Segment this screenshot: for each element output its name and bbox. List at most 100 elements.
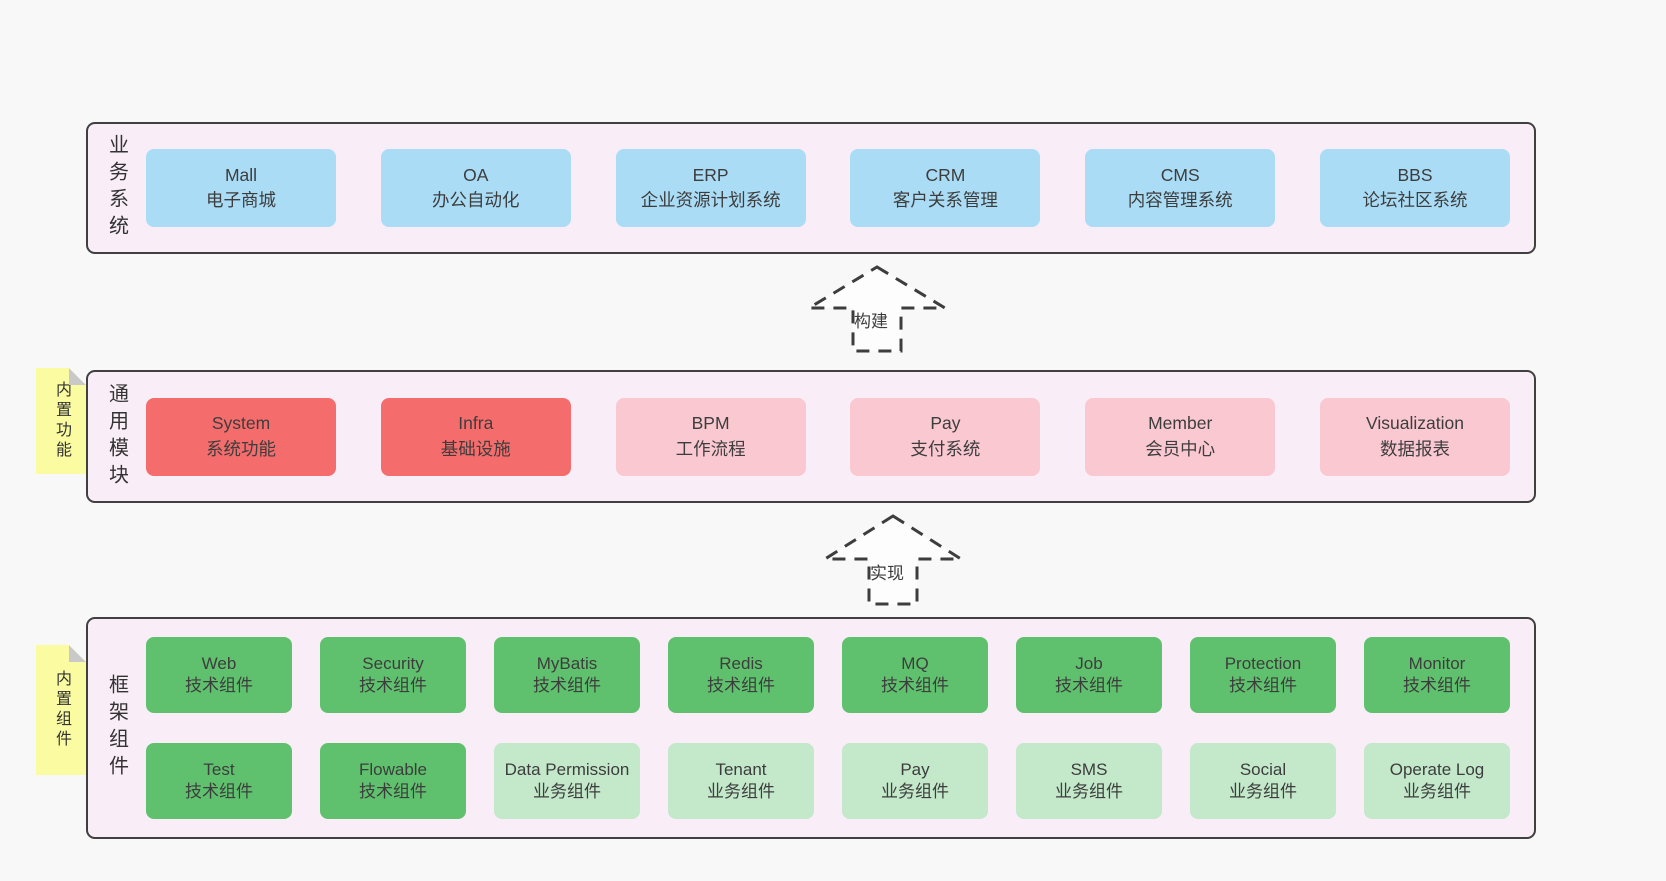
box-monitor: Monitor 技术组件 bbox=[1364, 637, 1510, 713]
box-title: Security bbox=[362, 653, 424, 673]
box-title: BBS bbox=[1397, 164, 1433, 185]
box-subtitle: 技术组件 bbox=[1229, 676, 1297, 695]
modules-layer-label: 通用模块 bbox=[105, 382, 128, 491]
box-title: Test bbox=[203, 759, 235, 779]
box-bbs: BBS 论坛社区系统 bbox=[1319, 149, 1510, 227]
box-pay-module: Pay 支付系统 bbox=[850, 397, 1041, 476]
builtin-components-tag: 内置组件 bbox=[36, 645, 86, 775]
box-cms: CMS 内容管理系统 bbox=[1085, 149, 1276, 227]
box-subtitle: 办公自动化 bbox=[432, 190, 520, 210]
box-title: CMS bbox=[1160, 164, 1200, 185]
box-subtitle: 支付系统 bbox=[910, 438, 981, 459]
box-subtitle: 技术组件 bbox=[359, 782, 427, 801]
box-subtitle: 技术组件 bbox=[533, 676, 601, 695]
box-title: ERP bbox=[692, 164, 729, 185]
box-data-permission: Data Permission 业务组件 bbox=[494, 743, 640, 819]
box-visualization: Visualization 数据报表 bbox=[1319, 397, 1510, 476]
box-title: Tenant bbox=[715, 759, 767, 779]
box-title: Flowable bbox=[358, 759, 428, 779]
box-operate-log: Operate Log 业务组件 bbox=[1364, 743, 1510, 819]
box-title: SMS bbox=[1070, 759, 1108, 779]
box-web: Web 技术组件 bbox=[146, 637, 292, 713]
box-subtitle: 业务组件 bbox=[1055, 782, 1123, 801]
box-title: Job bbox=[1075, 653, 1103, 673]
box-job: Job 技术组件 bbox=[1016, 637, 1162, 713]
box-subtitle: 业务组件 bbox=[881, 782, 949, 801]
builtin-components-tag-label: 内置组件 bbox=[53, 670, 70, 750]
box-subtitle: 技术组件 bbox=[707, 676, 775, 695]
box-title: Pay bbox=[900, 759, 930, 779]
box-title: Infra bbox=[458, 413, 494, 434]
box-subtitle: 客户关系管理 bbox=[892, 190, 998, 210]
builtin-features-tag-label: 内置功能 bbox=[53, 381, 70, 461]
box-subtitle: 业务组件 bbox=[1229, 782, 1297, 801]
box-subtitle: 工作流程 bbox=[675, 438, 746, 459]
box-infra: Infra 基础设施 bbox=[380, 397, 571, 476]
builtin-features-tag: 内置功能 bbox=[36, 368, 86, 474]
box-oa: OA 办公自动化 bbox=[380, 149, 571, 227]
box-subtitle: 电子商城 bbox=[206, 190, 276, 210]
folded-corner-icon bbox=[69, 645, 86, 662]
box-subtitle: 内容管理系统 bbox=[1127, 190, 1233, 210]
box-subtitle: 论坛社区系统 bbox=[1362, 190, 1468, 210]
build-arrow-icon: 构建 bbox=[806, 265, 948, 353]
box-title: Web bbox=[201, 653, 237, 673]
box-title: Monitor bbox=[1408, 653, 1466, 673]
box-title: Visualization bbox=[1366, 413, 1464, 434]
box-subtitle: 基础设施 bbox=[440, 438, 511, 459]
box-tenant: Tenant 业务组件 bbox=[668, 743, 814, 819]
box-subtitle: 企业资源计划系统 bbox=[640, 190, 781, 210]
box-mybatis: MyBatis 技术组件 bbox=[494, 637, 640, 713]
box-redis: Redis 技术组件 bbox=[668, 637, 814, 713]
framework-components-layer: 框架组件 Web 技术组件 Security 技术组件 MyBatis 技术组件… bbox=[86, 617, 1536, 839]
box-title: Data Permission bbox=[504, 759, 630, 779]
box-mq: MQ 技术组件 bbox=[842, 637, 988, 713]
implement-arrow-icon: 实现 bbox=[822, 514, 964, 606]
modules-boxes-row: System 系统功能 Infra 基础设施 BPM 工作流程 Pay 支付系统… bbox=[146, 372, 1534, 501]
box-subtitle: 技术组件 bbox=[185, 676, 253, 695]
box-title: Operate Log bbox=[1389, 759, 1485, 779]
build-arrow-label: 构建 bbox=[854, 312, 888, 331]
box-subtitle: 业务组件 bbox=[533, 782, 601, 801]
box-subtitle: 业务组件 bbox=[1403, 782, 1471, 801]
box-mall: Mall 电子商城 bbox=[146, 149, 336, 227]
box-protection: Protection 技术组件 bbox=[1190, 637, 1336, 713]
box-pay-component: Pay 业务组件 bbox=[842, 743, 988, 819]
folded-corner-icon bbox=[69, 368, 86, 385]
box-title: Pay bbox=[930, 413, 961, 434]
box-subtitle: 技术组件 bbox=[1055, 676, 1123, 695]
box-sms: SMS 业务组件 bbox=[1016, 743, 1162, 819]
box-title: MyBatis bbox=[536, 653, 598, 673]
box-title: Member bbox=[1148, 413, 1213, 434]
box-subtitle: 业务组件 bbox=[707, 782, 775, 801]
box-crm: CRM 客户关系管理 bbox=[850, 149, 1041, 227]
box-title: CRM bbox=[925, 164, 966, 185]
box-title: Protection bbox=[1224, 653, 1302, 673]
box-subtitle: 数据报表 bbox=[1379, 438, 1450, 459]
box-title: OA bbox=[463, 164, 489, 185]
box-subtitle: 系统功能 bbox=[206, 438, 276, 459]
box-title: System bbox=[211, 413, 271, 434]
box-bpm: BPM 工作流程 bbox=[615, 397, 806, 476]
box-title: Mall bbox=[224, 164, 258, 185]
box-system: System 系统功能 bbox=[146, 397, 336, 476]
business-layer-label: 业务系统 bbox=[105, 134, 128, 242]
implement-arrow-label: 实现 bbox=[870, 564, 904, 583]
box-subtitle: 技术组件 bbox=[1403, 676, 1471, 695]
box-subtitle: 技术组件 bbox=[185, 782, 253, 801]
business-systems-layer: 业务系统 Mall 电子商城 OA 办公自动化 ERP 企业资源计划系统 CRM… bbox=[86, 122, 1536, 254]
framework-boxes-grid: Web 技术组件 Security 技术组件 MyBatis 技术组件 Redi… bbox=[146, 619, 1534, 837]
box-subtitle: 技术组件 bbox=[359, 676, 427, 695]
box-security: Security 技术组件 bbox=[320, 637, 466, 713]
box-title: Redis bbox=[719, 653, 763, 673]
box-erp: ERP 企业资源计划系统 bbox=[615, 149, 806, 227]
box-subtitle: 会员中心 bbox=[1145, 438, 1216, 459]
common-modules-layer: 通用模块 System 系统功能 Infra 基础设施 BPM 工作流程 Pay… bbox=[86, 370, 1536, 503]
box-member: Member 会员中心 bbox=[1085, 397, 1276, 476]
box-social: Social 业务组件 bbox=[1190, 743, 1336, 819]
box-title: BPM bbox=[691, 413, 730, 434]
framework-layer-label: 框架组件 bbox=[105, 674, 128, 782]
box-subtitle: 技术组件 bbox=[881, 676, 949, 695]
box-test: Test 技术组件 bbox=[146, 743, 292, 819]
box-flowable: Flowable 技术组件 bbox=[320, 743, 466, 819]
